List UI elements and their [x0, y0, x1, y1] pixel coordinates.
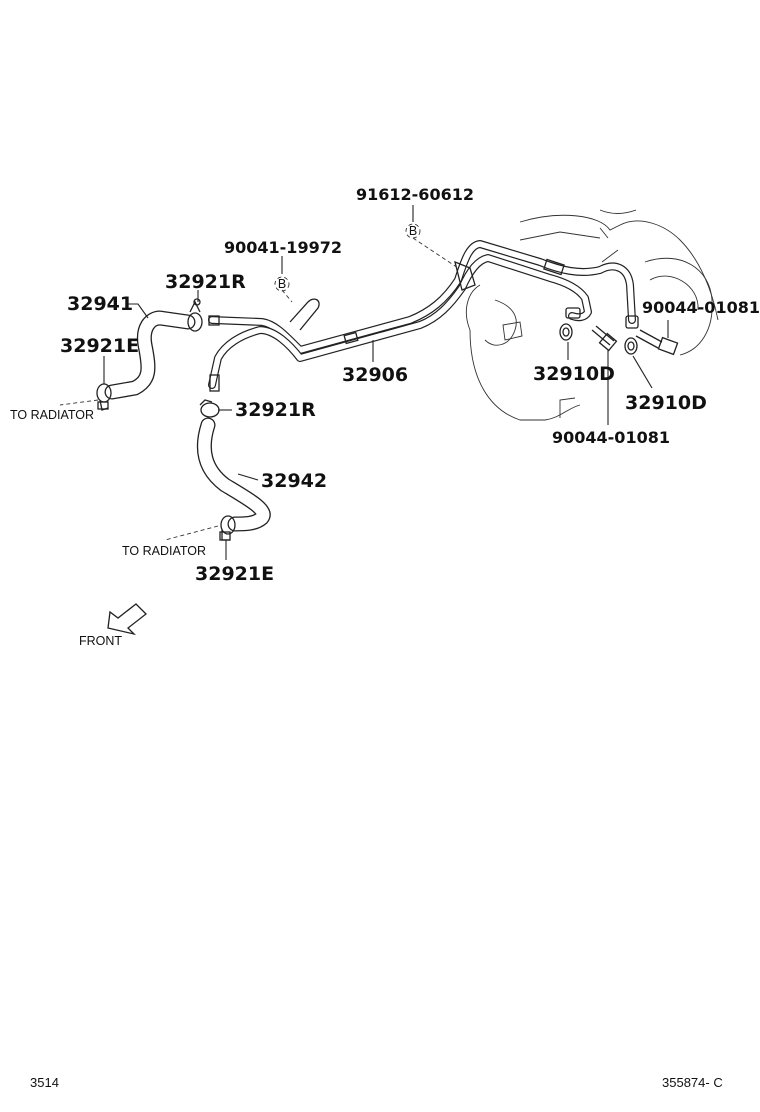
hose-32941 — [104, 310, 196, 400]
cooler-pipe-32906 — [208, 240, 636, 392]
pipe-end-fittings — [565, 307, 639, 329]
hose-32942 — [196, 417, 271, 532]
clamp-32921E-bottom — [219, 515, 236, 541]
marker-b1-text: B — [409, 224, 417, 238]
label-32942[interactable]: 32942 — [261, 470, 327, 492]
reference-marker-1: B — [405, 223, 421, 239]
label-32921E-bottom[interactable]: 32921E — [195, 563, 274, 585]
label-90044-01081-right[interactable]: 90044-01081 — [642, 298, 760, 317]
label-32921E-left[interactable]: 32921E — [60, 335, 139, 357]
label-32921R-top[interactable]: 32921R — [165, 271, 246, 293]
union-bolt-bottom — [591, 325, 618, 352]
label-32941[interactable]: 32941 — [67, 293, 133, 315]
clamp-32921R-mid — [199, 399, 220, 418]
label-32910D-b[interactable]: 32910D — [625, 392, 707, 414]
front-arrow-icon — [107, 603, 147, 636]
gasket-32910D-b — [624, 337, 638, 355]
front-label: FRONT — [79, 634, 122, 648]
reference-marker-2: B — [274, 276, 290, 292]
clamp-32921R-top — [187, 298, 203, 332]
footer-left-code: 3514 — [30, 1075, 59, 1090]
leader-lines — [59, 205, 669, 560]
label-32921R-mid[interactable]: 32921R — [235, 399, 316, 421]
marker-b2-text: B — [278, 277, 286, 291]
gasket-32910D-a — [559, 323, 573, 341]
label-90041-19972[interactable]: 90041-19972 — [224, 238, 342, 257]
note-to-radiator-2: TO RADIATOR — [122, 544, 206, 558]
label-32910D-a[interactable]: 32910D — [533, 363, 615, 385]
footer-right-code: 355874- C — [662, 1075, 723, 1090]
label-90044-01081-bottom[interactable]: 90044-01081 — [552, 428, 670, 447]
note-to-radiator-1: TO RADIATOR — [10, 408, 94, 422]
label-91612-60612[interactable]: 91612-60612 — [356, 185, 474, 204]
label-32906[interactable]: 32906 — [342, 364, 408, 386]
union-bolt-right — [635, 329, 679, 356]
